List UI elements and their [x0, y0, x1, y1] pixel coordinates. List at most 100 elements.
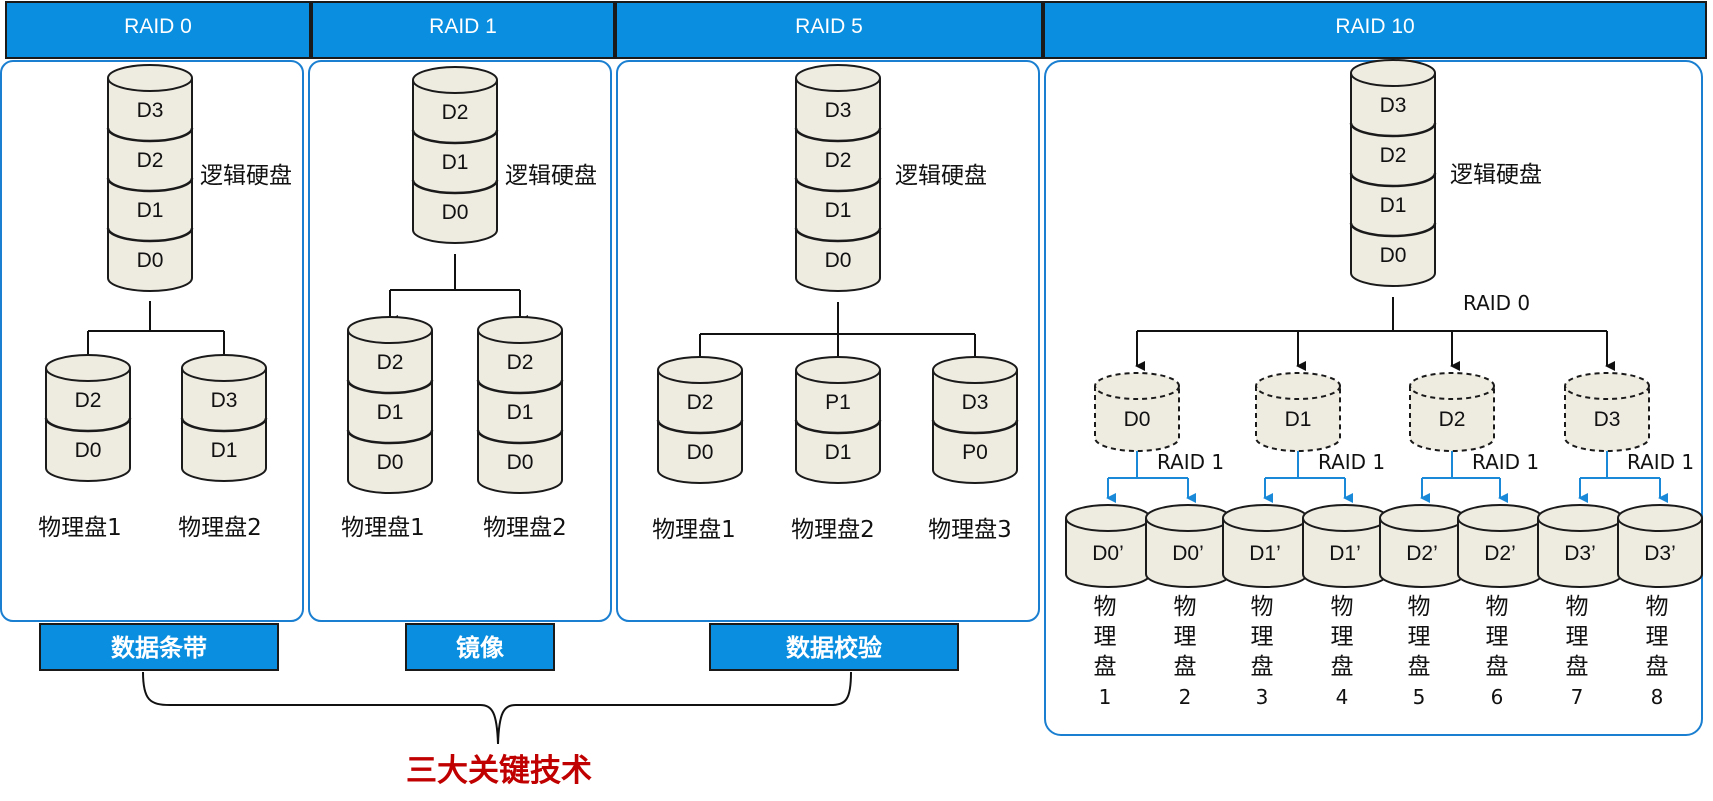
- disk-top: [181, 354, 267, 382]
- disk-segment-label: D3’: [1644, 542, 1676, 565]
- disk-segment-label: P1: [825, 391, 851, 414]
- disk-segment-label: D0: [442, 201, 469, 224]
- disk-segment-label: D0: [377, 451, 404, 474]
- disk-body: [477, 330, 563, 494]
- physical-label-7-char-4: 7: [1571, 685, 1584, 709]
- disk-top: [1065, 504, 1151, 532]
- disk-body: [181, 368, 267, 482]
- raid5-disk2-label: 物理盘2: [791, 517, 875, 543]
- disk-separator: [44, 417, 132, 433]
- raid10-physical-disks: D0’D0’D1’D1’D2’D2’D3’D3’: [1065, 504, 1703, 588]
- raid1-disk2-label: 物理盘2: [483, 515, 567, 541]
- raid10-logical-label: 逻辑硬盘: [1450, 162, 1542, 188]
- mirror-connector-2: [1265, 451, 1345, 479]
- disk-body: [795, 78, 881, 292]
- disk-segment-label: D3: [211, 389, 238, 412]
- raid5-connector: [699, 302, 976, 356]
- disk-separator: [476, 379, 564, 395]
- physical-disk-8: D3’: [1617, 504, 1703, 588]
- physical-label-2-char-4: 2: [1179, 685, 1192, 709]
- disk-separator: [794, 419, 882, 435]
- raid10-stripe-connector: [1136, 297, 1608, 356]
- virtual-disk-3: D2: [1409, 372, 1495, 452]
- disk-separator: [656, 419, 744, 435]
- physical-label-6-char-4: 6: [1491, 685, 1504, 709]
- disk-segment-label: D3: [1594, 408, 1621, 431]
- disk-segment-label: D0: [1124, 408, 1151, 431]
- physical-label-4-char-4: 4: [1336, 685, 1349, 709]
- physical-disk-3: D1’: [1222, 504, 1308, 588]
- physical-label-7-char-1: 物: [1566, 594, 1589, 620]
- physical-disk-4: D1’: [1302, 504, 1388, 588]
- physical-label-8-char-2: 理: [1646, 624, 1669, 650]
- physical-label-2-char-3: 盘: [1174, 654, 1197, 680]
- disk-segment-label: D0: [1380, 244, 1407, 267]
- disk-body: [1564, 386, 1650, 452]
- disk-separator: [180, 417, 268, 433]
- raid0-disk2-label: 物理盘2: [178, 515, 262, 541]
- disk-separator: [106, 227, 194, 243]
- disk-top: [1564, 372, 1650, 400]
- disk-separator: [794, 177, 882, 193]
- physical-label-3-char-2: 理: [1251, 624, 1274, 650]
- disk-segment-label: D2: [137, 149, 164, 172]
- technique-mirroring-label: 镜像: [456, 634, 505, 662]
- panel-raid1: [308, 60, 612, 622]
- disk-segment-label: D1: [1380, 194, 1407, 217]
- physical-label-5-char-3: 盘: [1408, 654, 1431, 680]
- raid0-connector: [87, 301, 225, 364]
- mirror-connector-3: [1422, 451, 1500, 479]
- disk-separator: [346, 429, 434, 445]
- mirror-connector-4: [1580, 451, 1660, 479]
- disk-top: [1145, 504, 1231, 532]
- mirror-label-1: RAID 1: [1157, 450, 1224, 474]
- bracket: [142, 671, 852, 745]
- disk-separator: [106, 127, 194, 143]
- disk-segment-label: D2: [75, 389, 102, 412]
- panel-raid5: [616, 60, 1040, 622]
- raid0-disk1-label: 物理盘1: [38, 515, 122, 541]
- raid1-connector: [389, 254, 521, 312]
- mirror-label-3: RAID 1: [1472, 450, 1539, 474]
- disk-segment-label: D3: [962, 391, 989, 414]
- header-raid0-label: RAID 0: [124, 15, 192, 38]
- mirror-label-2: RAID 1: [1318, 450, 1385, 474]
- header-raid0: [5, 1, 311, 59]
- disk-body: [932, 370, 1018, 484]
- physical-disk-1: D0’: [1065, 504, 1151, 588]
- disk-segment-label: D2: [1439, 408, 1466, 431]
- physical-label-4-char-2: 理: [1331, 624, 1354, 650]
- disk-body: [347, 330, 433, 494]
- physical-label-7-char-3: 盘: [1566, 654, 1589, 680]
- disk-segment-label: D2: [377, 351, 404, 374]
- disk-body: [1409, 386, 1495, 452]
- disk-top: [932, 356, 1018, 384]
- disk-body: [107, 78, 193, 292]
- raid5-disk1-label: 物理盘1: [652, 517, 736, 543]
- header-raid5-label: RAID 5: [795, 15, 863, 38]
- disk-top: [1350, 59, 1436, 87]
- disk-separator: [106, 177, 194, 193]
- bottom-title: 三大关键技术: [406, 753, 592, 789]
- disk-top: [1409, 372, 1495, 400]
- physical-disk-2: D0’: [1145, 504, 1231, 588]
- disk-segment-label: D1’: [1249, 542, 1281, 565]
- physical-label-1-char-4: 1: [1099, 685, 1112, 709]
- raid1-disk1-label: 物理盘1: [341, 515, 425, 541]
- disk-top: [1617, 504, 1703, 532]
- disk-segment-label: D3: [137, 99, 164, 122]
- physical-label-3-char-3: 盘: [1251, 654, 1274, 680]
- disk-segment-label: D2: [442, 101, 469, 124]
- physical-label-8-char-4: 8: [1651, 685, 1664, 709]
- disk-separator: [1349, 122, 1437, 138]
- virtual-disk-2: D1: [1255, 372, 1341, 452]
- raid5-disk3-label: 物理盘3: [928, 517, 1012, 543]
